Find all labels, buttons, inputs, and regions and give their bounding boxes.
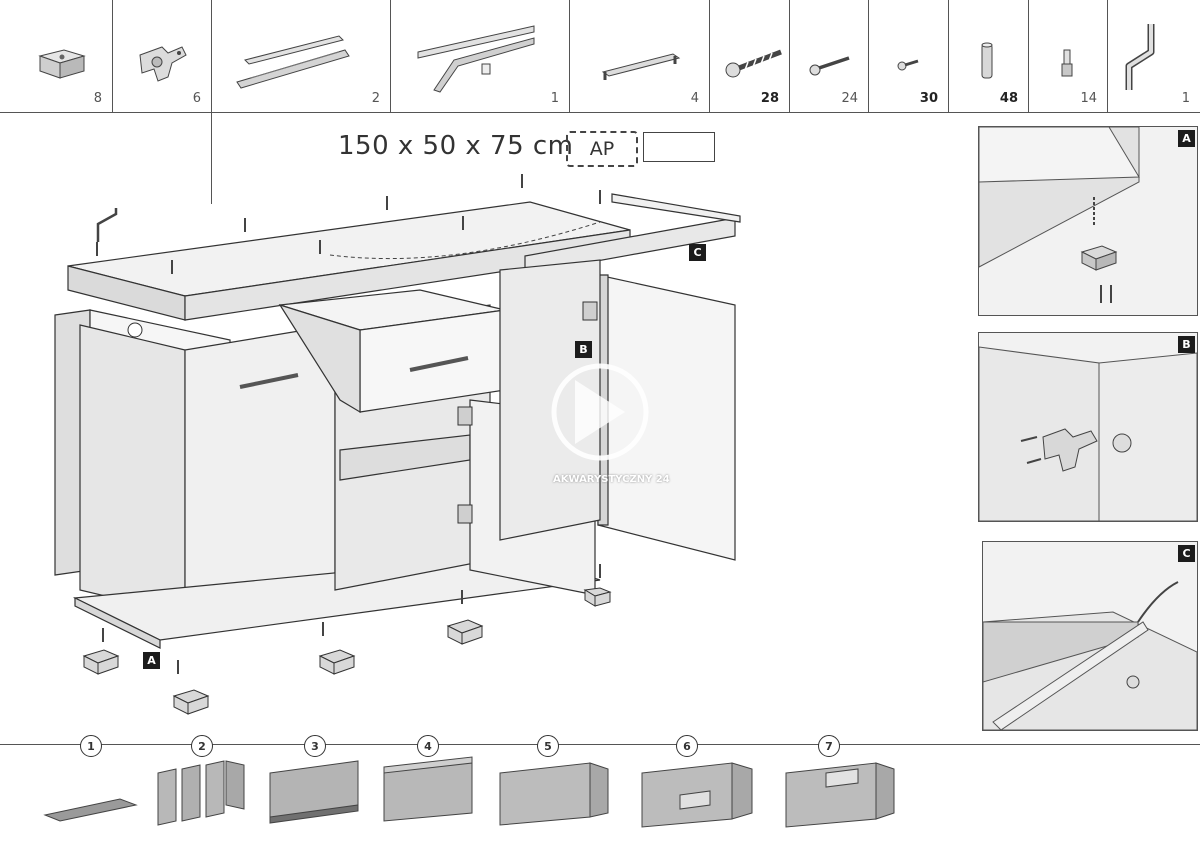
allen-key-icon	[1125, 24, 1155, 90]
screw-large-icon	[725, 49, 782, 78]
part-qty: 30	[919, 91, 938, 106]
exploded-cabinet-diagram	[54, 174, 741, 715]
hinge-top	[582, 301, 598, 321]
left-door	[184, 324, 336, 616]
step-6-marker: 6	[676, 735, 698, 757]
detail-b-drawing	[979, 346, 1197, 521]
hinge-icon	[139, 46, 187, 82]
parts-list: 8 6 2 1 4	[0, 0, 1200, 113]
screw-small-icon	[897, 59, 919, 71]
callout-tag-b: B	[575, 341, 592, 358]
part-qty: 1	[1181, 91, 1190, 106]
step-7-marker: 7	[818, 735, 840, 757]
part-qty: 48	[999, 91, 1018, 106]
connector-pin-icon	[1061, 49, 1073, 77]
callout-tag-a: A	[143, 652, 160, 669]
step-1-marker: 1	[80, 735, 102, 757]
part-cell-screw-large: 28	[709, 0, 790, 112]
part-cell-screw-medium: 24	[789, 0, 869, 112]
part-cell-runner: 2	[211, 0, 391, 112]
part-cell-screw-small: 30	[868, 0, 949, 112]
step-3-marker: 3	[304, 735, 326, 757]
detail-panel-a: A	[978, 126, 1198, 316]
detail-panel-c: C	[982, 541, 1198, 731]
step-2-marker: 2	[191, 735, 213, 757]
blank-label-box	[643, 132, 715, 162]
step-5-marker: 5	[537, 735, 559, 757]
part-qty: 14	[1080, 91, 1097, 106]
dimensions-label: 150 x 50 x 75 cm	[338, 131, 574, 161]
step-6-drawing	[641, 762, 753, 828]
ap-label: AP	[566, 131, 638, 167]
part-cell-bracket: 1	[390, 0, 570, 112]
step-2-drawing	[157, 760, 245, 826]
steps-divider	[0, 744, 1200, 745]
detail-tag-a: A	[1178, 130, 1195, 147]
part-cell-foot: 8	[0, 0, 113, 112]
part-cell-hinge: 6	[112, 0, 212, 112]
part-qty: 6	[192, 91, 201, 106]
step-4-marker: 4	[417, 735, 439, 757]
step-3-drawing	[269, 760, 359, 824]
part-qty: 24	[841, 91, 858, 106]
detail-a-drawing	[979, 127, 1140, 303]
allen-key-drawing	[96, 208, 118, 242]
hinge-middle-top	[457, 406, 473, 426]
part-cell-key: 1	[1107, 0, 1200, 112]
part-cell-pin: 14	[1028, 0, 1108, 112]
screws-group	[96, 174, 601, 674]
part-qty: 8	[93, 91, 102, 106]
step-7-drawing	[785, 762, 895, 828]
part-qty: 4	[690, 91, 699, 106]
part-qty: 2	[371, 91, 380, 106]
screw-medium-icon	[809, 56, 850, 76]
part-qty: 1	[550, 91, 559, 106]
detail-panel-b: B	[978, 332, 1198, 522]
part-cell-handle: 4	[569, 0, 710, 112]
drawer-runner-icon	[236, 35, 350, 89]
cabinet-foot-icon	[38, 49, 86, 79]
parts-divider	[0, 112, 1200, 113]
callout-tag-c: C	[689, 244, 706, 261]
watermark-logo	[551, 363, 649, 461]
step-4-drawing	[383, 756, 473, 822]
step-1-drawing	[43, 798, 138, 822]
assembly-steps-illustration	[43, 756, 895, 828]
step-5-drawing	[499, 762, 609, 826]
feet-group	[82, 587, 612, 715]
detail-c-drawing	[983, 581, 1197, 730]
watermark-text: AKWARYSTYCZNY 24	[553, 474, 670, 485]
hinge-middle-bottom	[457, 504, 473, 524]
vertical-divider	[211, 112, 212, 204]
part-cell-dowel: 48	[948, 0, 1029, 112]
runner-bracket-icon	[417, 25, 535, 93]
handle-icon	[601, 53, 681, 80]
dowel-icon	[981, 42, 993, 79]
detail-tag-b: B	[1178, 336, 1195, 353]
part-qty: 28	[760, 91, 779, 106]
detail-tag-c: C	[1178, 545, 1195, 562]
